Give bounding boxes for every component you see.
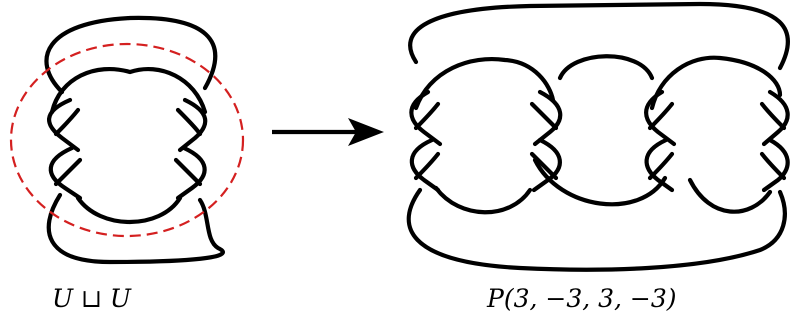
twist2-strand-b — [529, 101, 559, 131]
twist1-strand-b — [413, 101, 441, 131]
left-twist-strand-a — [47, 97, 81, 153]
twist3-strand-c — [644, 137, 675, 193]
twist4-strand-b — [759, 101, 787, 131]
twist3-strand-b — [647, 101, 675, 131]
right-twist-strand-d — [173, 157, 203, 187]
twist1-strand-d — [413, 151, 441, 181]
left-twist-strand-b — [53, 107, 81, 137]
twist2-strand-a — [532, 89, 563, 147]
right-lower-arc-2 — [532, 157, 668, 207]
left-twist-strand-d — [53, 157, 83, 187]
twist4-strand-c — [761, 137, 790, 193]
left-twist-strand-c — [48, 145, 83, 201]
twist2-strand-c — [531, 137, 562, 193]
right-twist-strand-c — [175, 145, 207, 201]
twist2-strand-d — [529, 151, 559, 181]
transformation-arrow — [272, 118, 384, 146]
twist4-strand-a — [761, 89, 790, 147]
twist3-strand-d — [647, 151, 675, 181]
right-lower-arc-3 — [687, 177, 773, 214]
twist1-strand-c — [409, 137, 441, 193]
right-upper-arc-1 — [413, 57, 556, 111]
left-lower-inner-arc — [75, 195, 183, 225]
right-twist-strand-a — [177, 97, 208, 153]
left-upper-arc — [49, 66, 208, 115]
twist3-strand-a — [644, 89, 677, 147]
right-top-arc — [408, 1, 790, 71]
left-bottom-arc — [46, 192, 225, 265]
left-top-arc — [44, 15, 218, 95]
right-upper-arc-3 — [649, 55, 783, 111]
left-diagram-label: U ⊔ U — [52, 284, 131, 313]
twist1-strand-a — [409, 89, 443, 147]
dashed-red-circle — [9, 42, 245, 238]
right-knot-diagram — [406, 1, 790, 272]
right-lower-arc-1 — [433, 185, 533, 215]
right-diagram-label: P(3, −3, 3, −3) — [487, 284, 677, 313]
right-bottom-arc — [406, 187, 787, 272]
twist4-strand-d — [759, 151, 787, 181]
right-twist-strand-b — [175, 107, 203, 137]
right-upper-arc-2 — [557, 54, 655, 81]
left-knot-diagram — [9, 15, 245, 265]
